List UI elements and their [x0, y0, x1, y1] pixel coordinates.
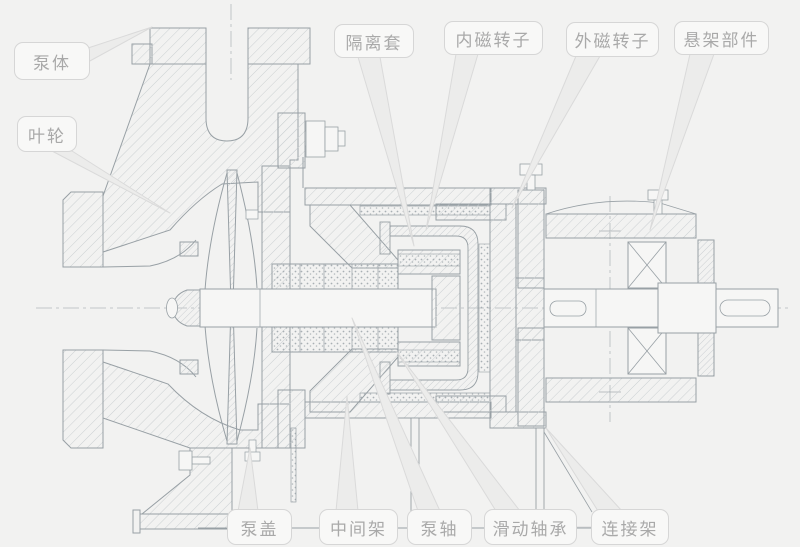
containment-shell-drawing — [379, 221, 479, 395]
suspension-bracket-drawing — [489, 163, 715, 429]
pump-shaft-drawing — [199, 288, 437, 328]
callout-connecting-frame: 连接架 — [591, 509, 669, 545]
callout-isolation-sleeve: 隔离套 — [334, 24, 414, 58]
callout-sliding-bearing: 滑动轴承 — [484, 509, 577, 545]
callout-inner-magnetic-rotor: 内磁转子 — [444, 21, 543, 55]
pump-body-drawing — [62, 27, 311, 534]
callout-outer-magnetic-rotor: 外磁转子 — [566, 22, 659, 57]
callout-impeller: 叶轮 — [17, 116, 77, 152]
callout-leader-lines — [51, 26, 715, 528]
callout-pump-body: 泵体 — [14, 42, 90, 80]
sliding-bearing-drawing — [271, 263, 399, 353]
drive-shaft-drawing — [543, 282, 779, 334]
callout-pump-shaft: 泵轴 — [407, 509, 472, 545]
callout-intermediate-frame: 中间架 — [319, 509, 398, 545]
callout-suspension-assembly: 悬架部件 — [674, 21, 769, 55]
callout-pump-cover: 泵盖 — [227, 509, 292, 545]
inner-magnetic-rotor-drawing — [397, 249, 461, 367]
